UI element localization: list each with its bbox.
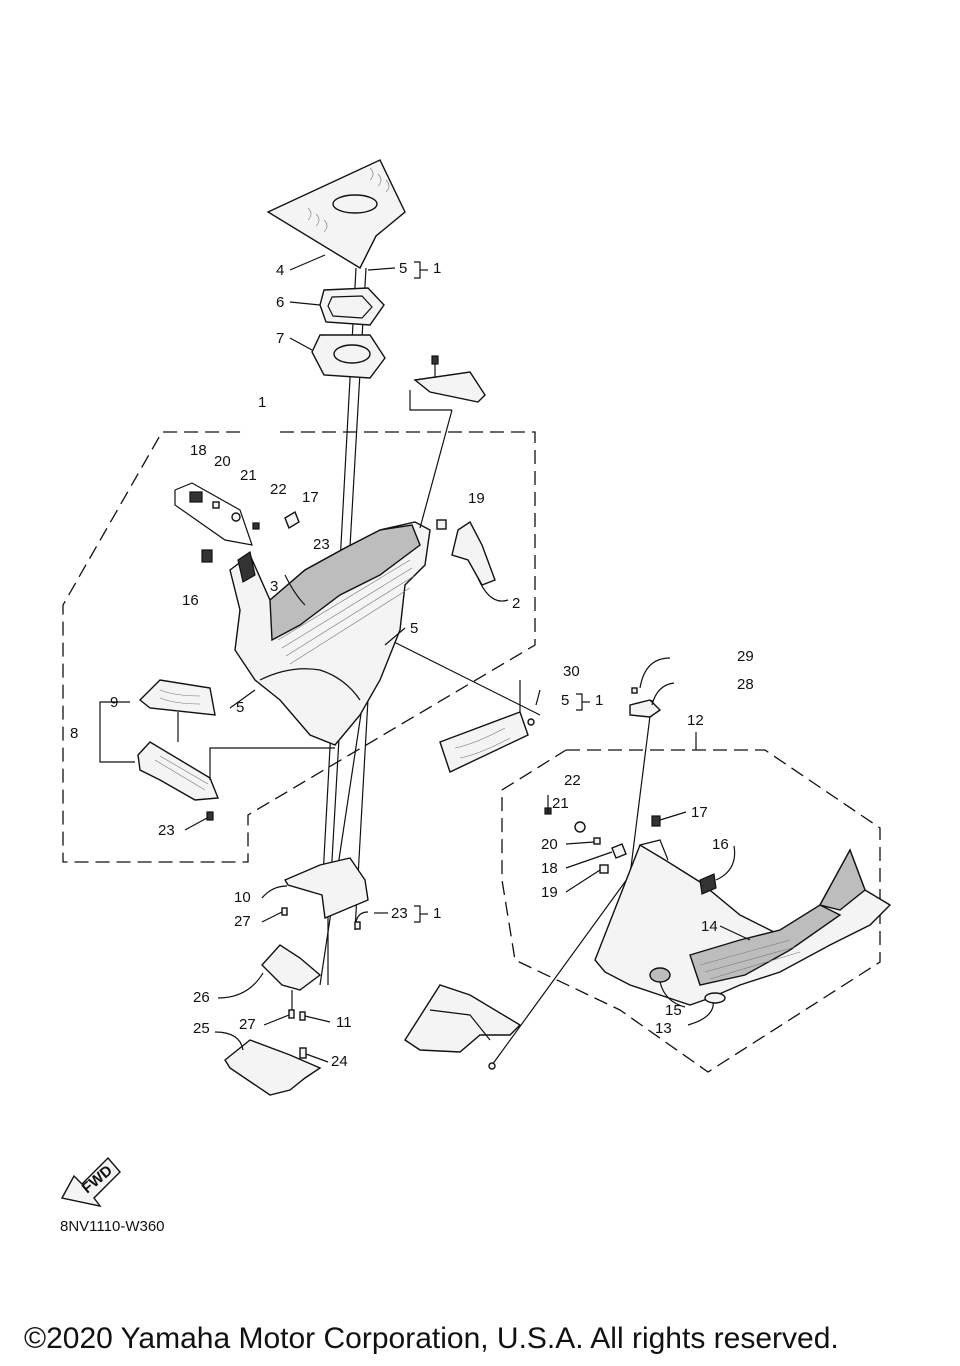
callout-23c: 23 <box>391 905 408 922</box>
callout-16b: 16 <box>712 836 729 853</box>
part-8-duct <box>137 741 220 801</box>
callout-22b: 22 <box>564 772 581 789</box>
callout-8: 8 <box>70 725 78 742</box>
part-29-screw <box>631 687 638 694</box>
callout-24: 24 <box>331 1053 348 1070</box>
part-15-grommet <box>649 967 671 983</box>
callout-30: 30 <box>563 663 580 680</box>
callout-15: 15 <box>665 1002 682 1019</box>
part-4-top-cover <box>266 159 406 269</box>
callout-23a: 23 <box>313 536 330 553</box>
callout-17b: 17 <box>691 804 708 821</box>
part-16-grommet <box>201 549 213 563</box>
callout-1d: 1 <box>433 905 441 922</box>
callout-12: 12 <box>687 712 704 729</box>
callout-20a: 20 <box>214 453 231 470</box>
callout-18b: 18 <box>541 860 558 877</box>
callout-22a: 22 <box>270 481 287 498</box>
callout-16a: 16 <box>182 592 199 609</box>
callout-20b: 20 <box>541 836 558 853</box>
copyright-notice: ©2020 Yamaha Motor Corporation, U.S.A. A… <box>24 1322 839 1355</box>
callout-23b: 23 <box>158 822 175 839</box>
callout-5b: 5 <box>410 620 418 637</box>
callout-28: 28 <box>737 676 754 693</box>
callout-18a: 18 <box>190 442 207 459</box>
callout-6: 6 <box>276 294 284 311</box>
callout-10: 10 <box>234 889 251 906</box>
part-22-screw <box>252 522 260 530</box>
fwd-arrow-icon: FWD <box>60 1156 121 1208</box>
diagram-code: 8NV1110-W360 <box>60 1218 165 1235</box>
callout-27b: 27 <box>239 1016 256 1033</box>
callout-14: 14 <box>701 918 718 935</box>
callout-5d: 5 <box>561 692 569 709</box>
part-6-gasket <box>319 287 385 326</box>
part-20-collar <box>212 501 220 509</box>
part-30-side-panel <box>439 711 529 773</box>
callout-4: 4 <box>276 262 284 279</box>
callout-1b: 1 <box>258 394 266 411</box>
part-17-nut <box>284 510 300 530</box>
callout-5a: 5 <box>399 260 407 277</box>
callout-11: 11 <box>336 1014 352 1031</box>
part-10-bracket <box>283 857 369 919</box>
callout-9: 9 <box>110 694 118 711</box>
part-bracket-lower-right <box>404 984 522 1053</box>
callout-17a: 17 <box>302 489 319 506</box>
callout-1c: 1 <box>595 692 603 709</box>
part-19-bracket-top <box>413 371 486 403</box>
part-28-clip <box>629 699 662 718</box>
callout-21a: 21 <box>240 467 257 484</box>
part-2-bracket <box>451 520 496 586</box>
callout-29: 29 <box>737 648 754 665</box>
callout-13: 13 <box>655 1020 672 1037</box>
callout-19a: 19 <box>468 490 485 507</box>
callout-5c: 5 <box>236 699 244 716</box>
callout-19b: 19 <box>541 884 558 901</box>
callout-1a: 1 <box>433 260 441 277</box>
callout-7: 7 <box>276 330 284 347</box>
callout-2: 2 <box>512 595 520 612</box>
part-18-grommet <box>189 491 203 503</box>
callout-25: 25 <box>193 1020 210 1037</box>
part-25-bracket <box>224 1039 322 1096</box>
part-9-panel <box>138 679 216 716</box>
assembly-1-boundary <box>62 431 536 863</box>
part-19-clip <box>436 519 447 530</box>
callout-3: 3 <box>270 578 278 595</box>
callout-27a: 27 <box>234 913 251 930</box>
callout-26: 26 <box>193 989 210 1006</box>
part-26-bracket <box>261 944 322 991</box>
part-21-washer <box>231 512 241 522</box>
callout-21b: 21 <box>552 795 569 812</box>
